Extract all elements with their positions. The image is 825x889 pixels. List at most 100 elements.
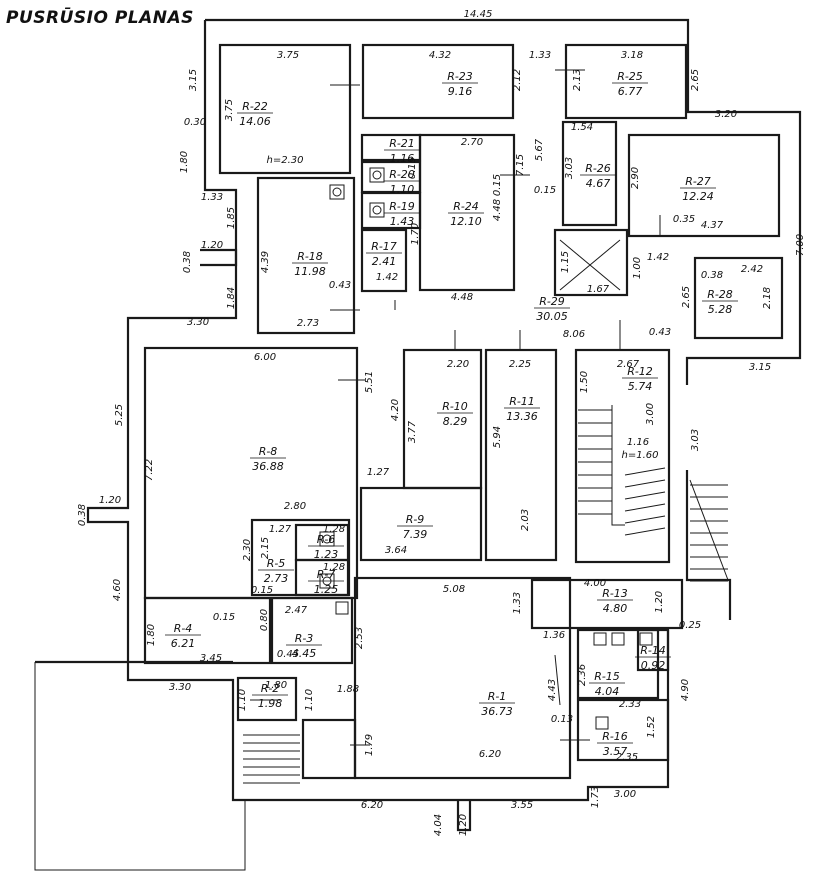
room-area: 6.21 — [171, 637, 196, 650]
dimension-label: 8.06 — [563, 329, 585, 340]
dimension-label: 2.35 — [616, 752, 638, 763]
room-area: 1.23 — [314, 548, 339, 561]
sanitary-fixture — [372, 205, 382, 215]
stair-step — [624, 467, 666, 476]
room-number: R-7 — [317, 568, 336, 581]
room-number: R-23 — [447, 70, 473, 83]
dimension-label: 2.67 — [617, 359, 640, 370]
room-number: R-3 — [295, 632, 314, 645]
dimension-label: 1.88 — [337, 684, 359, 695]
dimension-label: 0.45 — [277, 649, 299, 660]
dimension-label: 2.03 — [520, 509, 531, 531]
dimension-label: 0.80 — [259, 609, 270, 631]
dimension-label: 1.28 — [323, 562, 345, 573]
room-area: 13.36 — [506, 410, 538, 423]
room-r23 — [361, 43, 515, 120]
room-r18 — [256, 176, 356, 335]
dimension-label: 3.20 — [715, 109, 737, 120]
room-number: R-22 — [242, 100, 268, 113]
sink-fixture — [595, 716, 609, 730]
dimension-label: 5.08 — [443, 584, 465, 595]
dimension-label: 1.28 — [323, 524, 345, 535]
dimension-label: 4.00 — [584, 578, 606, 589]
dimension-label: 0.43 — [329, 280, 351, 291]
dimension-label: 1.33 — [201, 192, 223, 203]
room-area: 1.25 — [314, 583, 339, 596]
sanitary-fixture — [372, 170, 382, 180]
room-area: 9.16 — [448, 85, 473, 98]
dimension-label: 1.10 — [237, 689, 248, 711]
dimension-label: 1.27 — [269, 524, 292, 535]
room-area: 4.04 — [595, 685, 620, 698]
dimension-label: 2.36 — [577, 664, 588, 686]
room-r22 — [218, 43, 352, 175]
dimension-label: 1.33 — [529, 50, 551, 61]
room-area: 3.57 — [603, 745, 628, 758]
stair-step — [624, 491, 666, 500]
dimension-label: 1.36 — [543, 630, 565, 641]
room-area: 4.80 — [603, 602, 628, 615]
dimension-label: 4.32 — [429, 50, 451, 61]
lift-cross — [559, 239, 621, 291]
room-r21 — [360, 133, 422, 162]
dimension-label: 2.33 — [619, 699, 641, 710]
room-r16 — [576, 698, 670, 762]
room-area: 5.28 — [708, 303, 733, 316]
dimension-label: 3.45 — [200, 653, 222, 664]
room-area: 1.98 — [258, 697, 283, 710]
room-number: R-4 — [174, 622, 193, 635]
room-number: R-6 — [317, 533, 336, 546]
stair-step — [624, 527, 666, 536]
room-number: R-21 — [389, 137, 415, 150]
room-number: R-2 — [261, 682, 280, 695]
dimension-label: 1.20 — [458, 814, 469, 836]
room-number: R-8 — [259, 445, 278, 458]
dimension-label: 3.15 — [749, 362, 771, 373]
room-number: R-12 — [627, 365, 653, 378]
dimension-label: 4.48 — [492, 199, 503, 221]
dimension-label: 1.84 — [226, 287, 237, 309]
dimension-label: 3.03 — [564, 157, 575, 179]
dimension-label: 4.90 — [680, 679, 691, 701]
dimension-label: 1.42 — [376, 272, 398, 283]
room-number: R-18 — [297, 250, 323, 263]
dimension-label: 4.04 — [433, 814, 444, 836]
dimension-label: 0.35 — [673, 214, 695, 225]
room-area: 6.77 — [618, 85, 643, 98]
dimension-label: 1.85 — [226, 207, 237, 229]
dimension-label: 2.13 — [572, 69, 583, 91]
walls — [34, 18, 802, 871]
dimension-label: 6.20 — [361, 800, 383, 811]
room-r26 — [561, 120, 618, 227]
room-number: R-29 — [539, 295, 565, 308]
dimension-label: 1.73 — [590, 786, 601, 808]
dimension-label: 2.80 — [284, 501, 306, 512]
dimension-label: 4.48 — [451, 292, 473, 303]
room-area: 36.73 — [481, 705, 513, 718]
room-number: R-24 — [453, 200, 479, 213]
room-number: R-28 — [707, 288, 733, 301]
dimension-label: 1.79 — [364, 734, 375, 756]
room-number: R-5 — [267, 557, 286, 570]
dimension-label: 1.67 — [587, 284, 610, 295]
room-number: R-13 — [602, 587, 628, 600]
dimension-label: 1.50 — [579, 371, 590, 393]
room-area: 1.16 — [390, 152, 415, 165]
dimension-label: 4.20 — [390, 399, 401, 421]
dimension-label: 0.38 — [701, 270, 723, 281]
dimension-label: 3.77 — [407, 420, 418, 443]
room-r15 — [576, 628, 660, 700]
room-area: 2.73 — [264, 572, 289, 585]
dimension-label: 1.54 — [571, 122, 593, 133]
room-area: 0.92 — [641, 659, 666, 672]
dimension-label: 2.53 — [354, 627, 365, 649]
dimension-label: h=1.60 — [622, 450, 659, 461]
room-area: 1.10 — [390, 183, 415, 196]
dimension-label: 2.20 — [447, 359, 469, 370]
sink-fixture — [593, 632, 607, 646]
dimension-label: 0.13 — [551, 714, 573, 725]
dimension-label: 2.25 — [509, 359, 531, 370]
dimension-label: 1.15 — [560, 251, 571, 273]
